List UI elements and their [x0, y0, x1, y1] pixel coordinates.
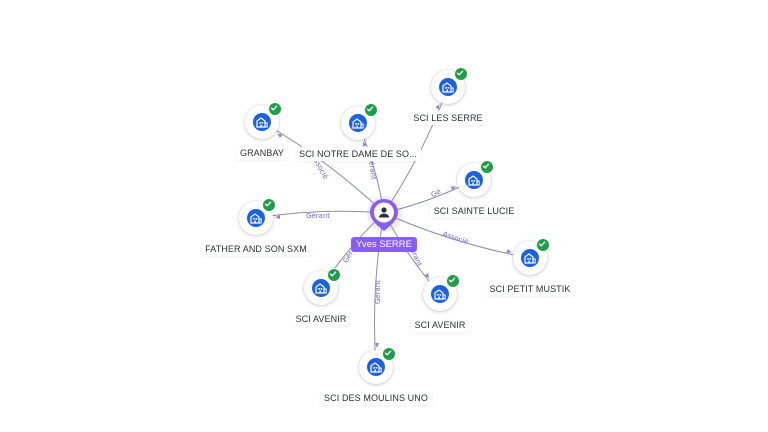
- edge-label-sci-notre-dame: Gérant: [366, 155, 377, 180]
- building-icon: [247, 209, 265, 227]
- edge-sci-des-moulins: [374, 212, 385, 368]
- company-node-circle[interactable]: [341, 103, 378, 140]
- building-icon: [367, 358, 385, 376]
- person-icon: [370, 199, 398, 231]
- verified-check-icon: [446, 274, 460, 288]
- company-node-circle[interactable]: [304, 268, 341, 305]
- company-node-circle[interactable]: [513, 238, 550, 275]
- edge-sci-petit-mustik: [383, 212, 531, 259]
- edge-arrow-sci-les-serre: [435, 103, 440, 110]
- edge-label-sci-petit-mustik: Associé: [442, 230, 470, 246]
- center-node-label[interactable]: Yves SERRE: [351, 237, 417, 252]
- company-node-label[interactable]: SCI LES SERRE: [409, 111, 487, 125]
- building-icon: [439, 78, 457, 96]
- edge-label-sci-des-moulins: Gérant: [374, 280, 382, 304]
- building-icon: [349, 114, 367, 132]
- company-node-circle[interactable]: [431, 67, 468, 104]
- verified-check-icon: [262, 198, 276, 212]
- edge-label-sci-sainte-lucie: Gé: [430, 187, 442, 199]
- verified-check-icon: [364, 103, 378, 117]
- verified-check-icon: [480, 160, 494, 174]
- verified-check-icon: [454, 67, 468, 81]
- building-icon: [253, 113, 271, 131]
- verified-check-icon: [382, 347, 396, 361]
- company-node-circle[interactable]: [239, 198, 276, 235]
- company-node-label[interactable]: SCI SAINTE LUCIE: [429, 204, 519, 218]
- edge-arrow-sci-des-moulins: [375, 342, 380, 349]
- company-node-circle[interactable]: [245, 102, 282, 139]
- company-node-label[interactable]: GRANBAY: [235, 146, 289, 160]
- building-icon: [521, 249, 539, 267]
- edge-arrow-sci-petit-mustik: [506, 249, 512, 253]
- building-icon: [465, 171, 483, 189]
- building-icon: [312, 279, 330, 297]
- edge-arrow-sci-avenir-2: [424, 273, 430, 279]
- company-node-label[interactable]: SCI DES MOULINS UNO: [320, 391, 432, 405]
- edge-arrow-granbay: [277, 133, 283, 138]
- company-node-label[interactable]: FATHER AND SON SXM: [201, 242, 311, 256]
- edge-granbay: [261, 121, 385, 214]
- verified-check-icon: [536, 238, 550, 252]
- company-node-label[interactable]: SCI NOTRE DAME DE SO...: [295, 147, 421, 161]
- edge-label-father-and-son: Gérant: [306, 212, 330, 220]
- company-node-circle[interactable]: [423, 274, 460, 311]
- company-node-label[interactable]: SCI AVENIR: [410, 318, 470, 332]
- verified-check-icon: [268, 102, 282, 116]
- verified-check-icon: [327, 268, 341, 282]
- center-person-node[interactable]: [369, 198, 399, 231]
- company-node-label[interactable]: SCI AVENIR: [291, 312, 351, 326]
- edge-arrow-father-and-son: [274, 215, 281, 220]
- edge-arrow-sci-notre-dame: [362, 141, 367, 147]
- edge-arrow-sci-sainte-lucie: [450, 186, 457, 191]
- company-node-circle[interactable]: [359, 347, 396, 384]
- company-node-label[interactable]: SCI PETIT MUSTIK: [485, 282, 575, 296]
- company-node-circle[interactable]: [457, 160, 494, 197]
- building-icon: [431, 285, 449, 303]
